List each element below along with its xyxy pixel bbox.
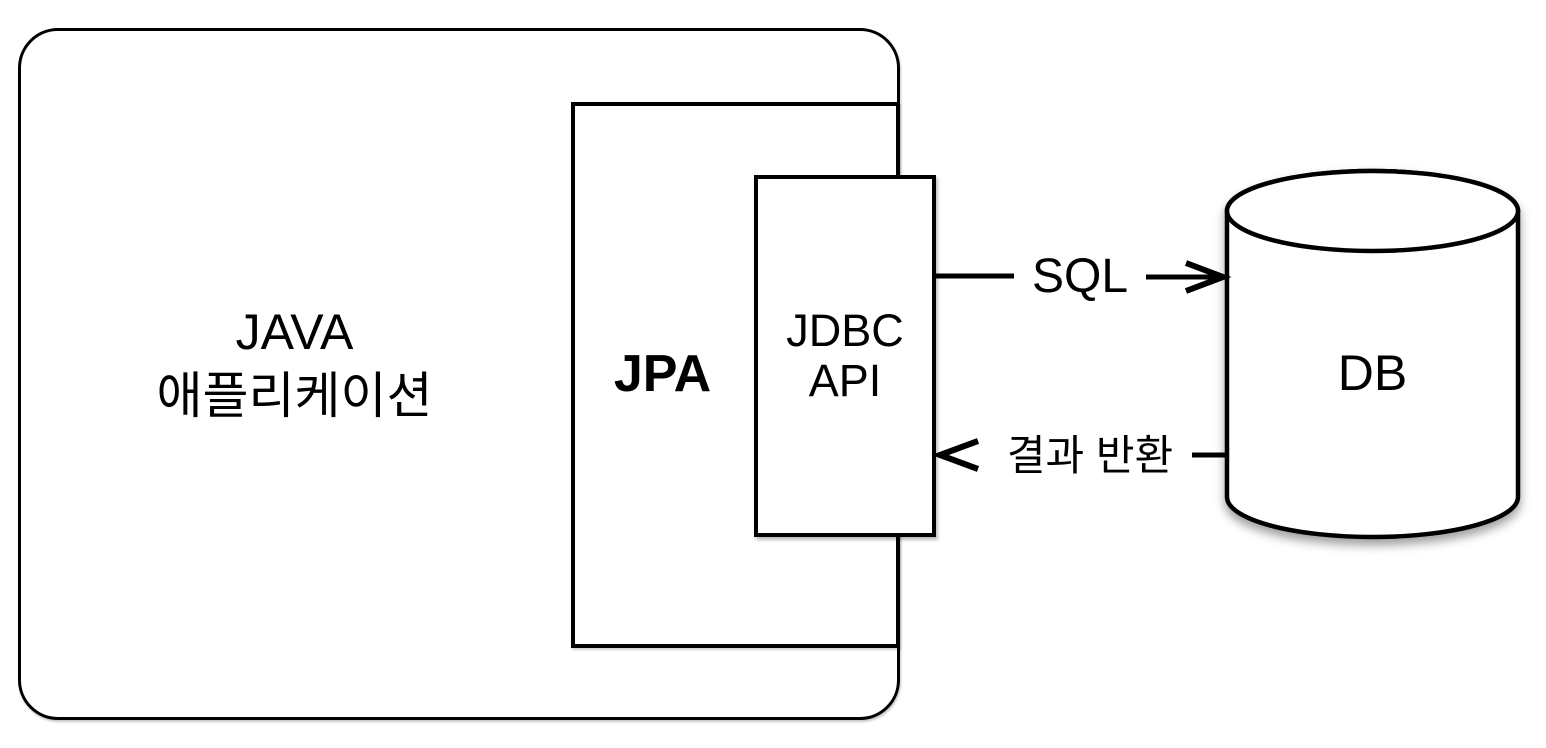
sql-arrowhead-icon — [1184, 260, 1232, 294]
db-label: DB — [1337, 345, 1408, 401]
result-arrowhead-icon — [931, 438, 980, 472]
sql-arrow — [936, 260, 1232, 294]
db-cylinder — [1224, 168, 1521, 540]
java-application-label-line1: JAVA — [235, 304, 354, 360]
sql-arrow-label: SQL — [1031, 250, 1129, 303]
result-arrow — [931, 438, 1227, 472]
jdbc-api-label: JDBC API — [786, 306, 904, 406]
jdbc-api-box: JDBC API — [754, 175, 936, 537]
jdbc-api-label-line2: API — [808, 355, 882, 406]
db-cylinder-top-rim — [1224, 168, 1521, 254]
java-application-label: JAVA 애플리케이션 — [18, 300, 571, 428]
java-application-box — [18, 28, 900, 720]
jpa-label: JPA — [613, 345, 712, 403]
jdbc-api-label-line1: JDBC — [786, 305, 904, 356]
java-application-label-line2: 애플리케이션 — [156, 368, 433, 424]
result-arrow-label: 결과 반환 — [1006, 432, 1174, 479]
